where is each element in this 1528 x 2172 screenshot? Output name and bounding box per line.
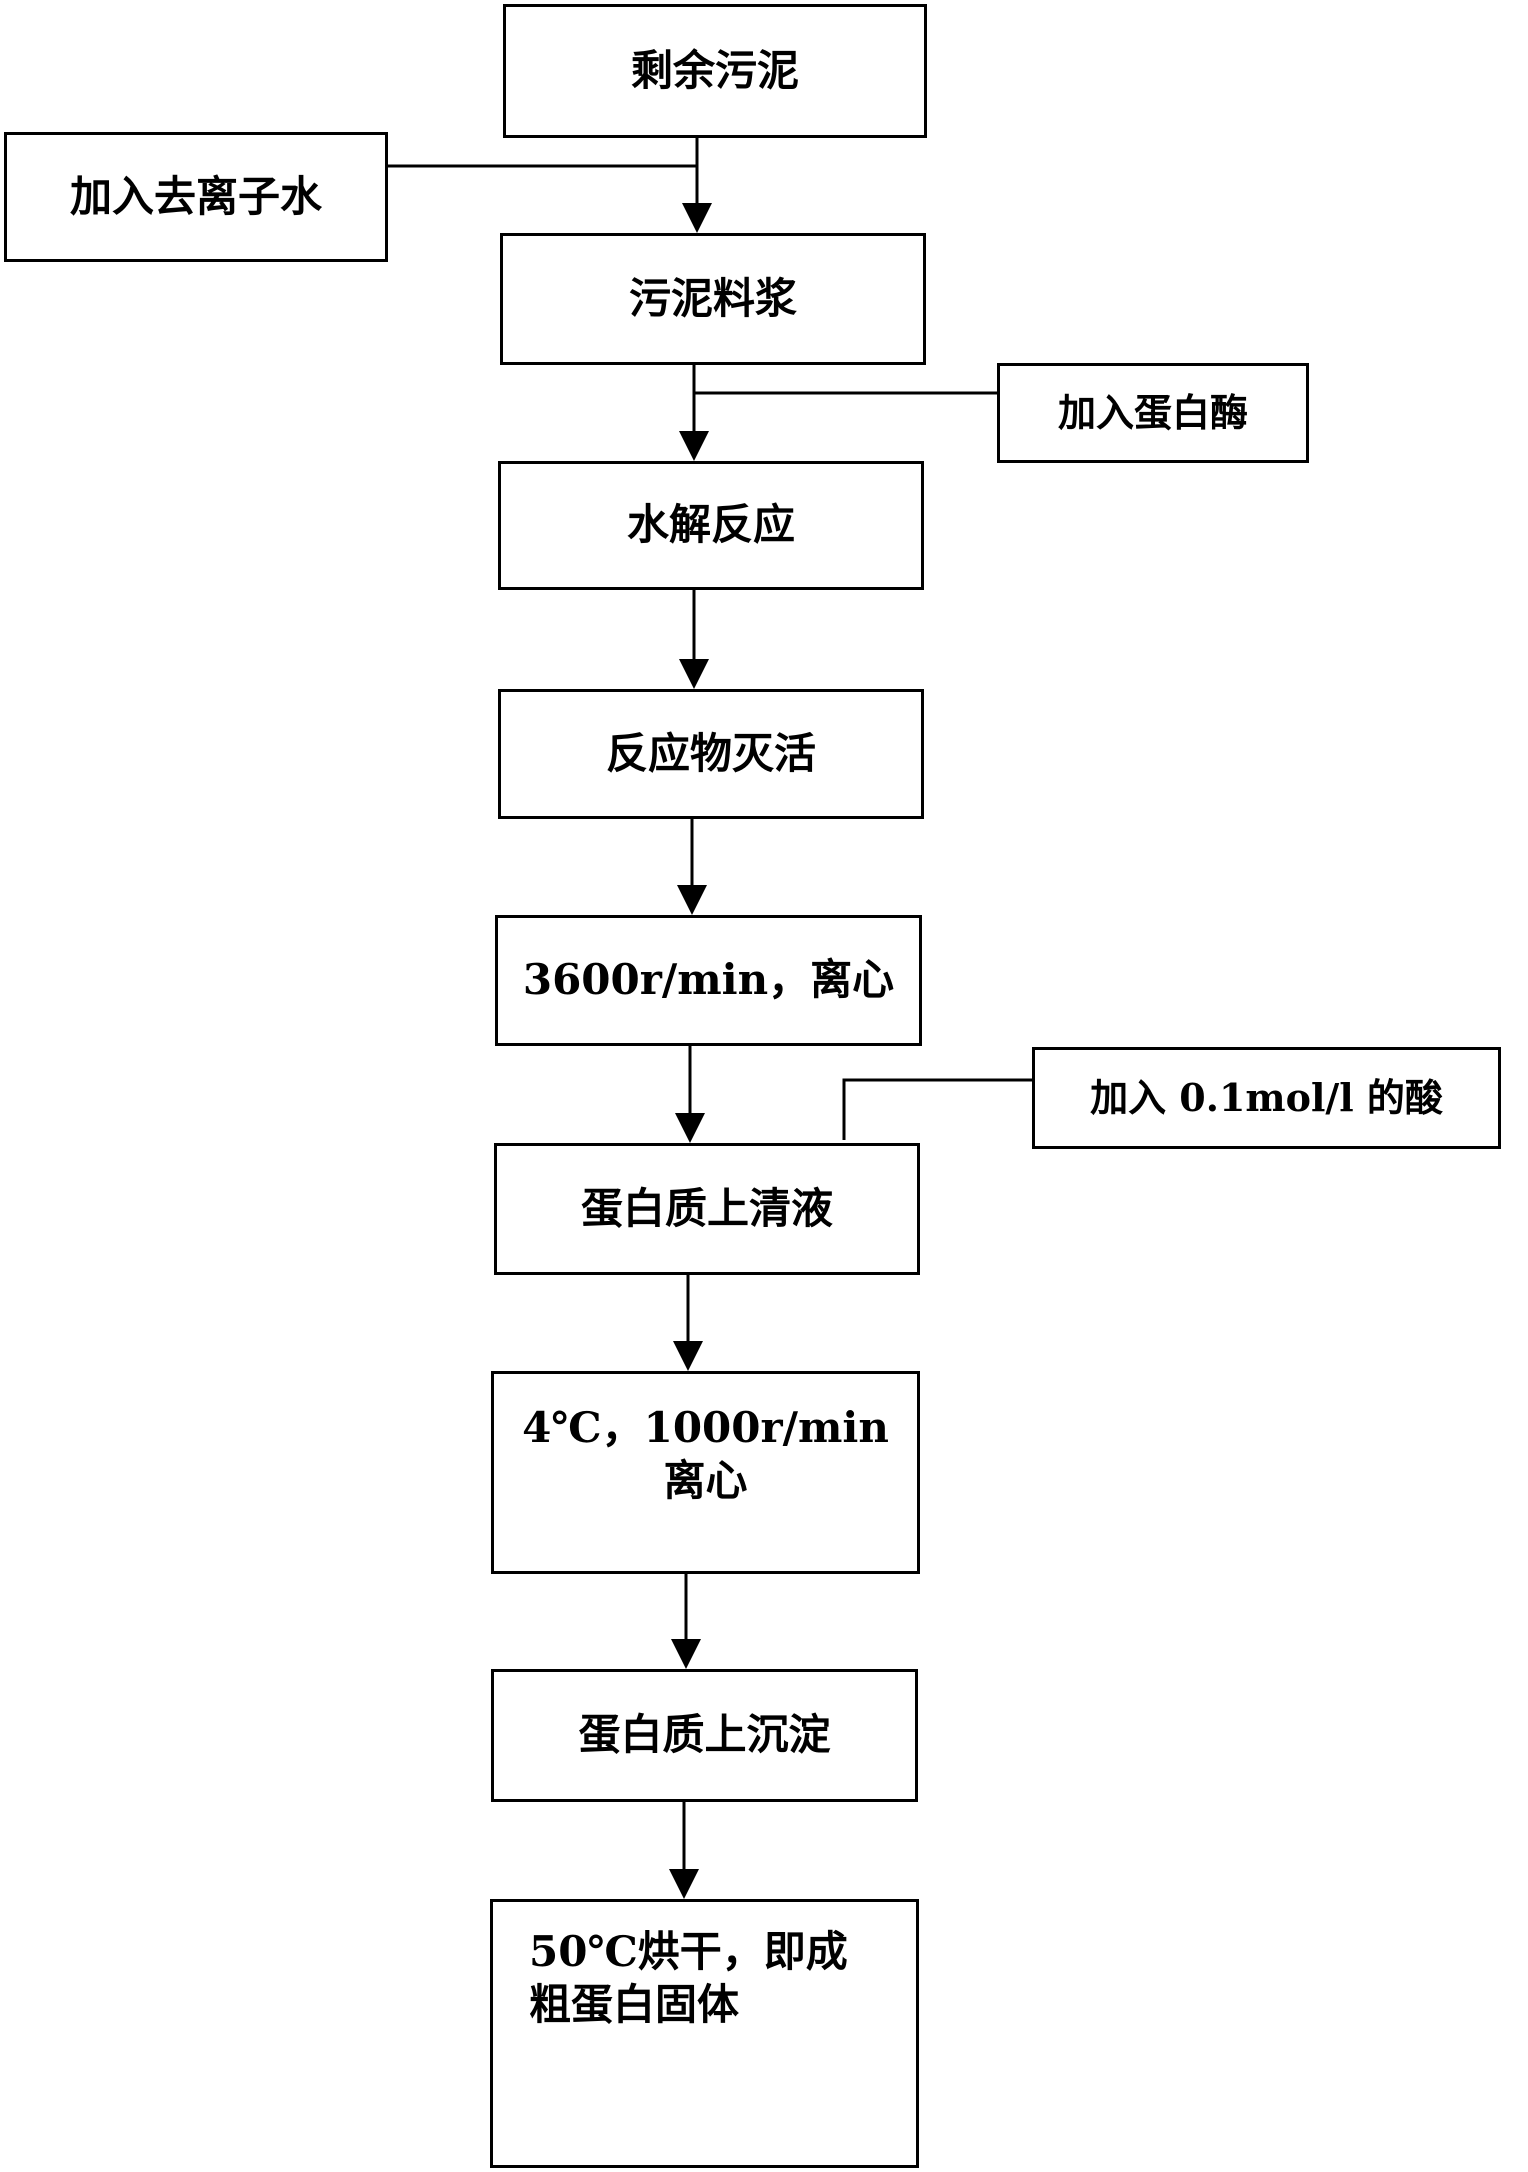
step-box-3: 水解反应 — [498, 461, 924, 590]
step-box-6: 蛋白质上清液 — [494, 1143, 920, 1275]
step-box-7: 4℃，1000r/min 离心 — [491, 1371, 920, 1574]
step-box-8: 蛋白质上沉淀 — [491, 1669, 918, 1802]
step-label-5: 3600r/min，离心 — [522, 955, 895, 1005]
step-box-1: 剩余污泥 — [503, 4, 927, 138]
input-label-1: 加入去离子水 — [69, 171, 322, 221]
input-label-2: 加入蛋白酶 — [1057, 390, 1248, 436]
step-label-4: 反应物灭活 — [605, 728, 816, 778]
step-box-9: 50℃烘干，即成 粗蛋白固体 — [490, 1899, 919, 2168]
step-label-9: 50℃烘干，即成 粗蛋白固体 — [529, 1927, 848, 2029]
input-label-3: 加入 0.1mol/l 的酸 — [1090, 1075, 1443, 1121]
input-box-2: 加入蛋白酶 — [997, 363, 1309, 463]
step-label-3: 水解反应 — [626, 500, 795, 550]
step-label-7: 4℃，1000r/min 离心 — [522, 1403, 889, 1505]
step-box-2: 污泥料浆 — [500, 233, 926, 365]
connector-in3 — [842, 1078, 1032, 1140]
step-box-5: 3600r/min，离心 — [495, 915, 922, 1046]
step-box-4: 反应物灭活 — [498, 689, 924, 819]
input-box-1: 加入去离子水 — [4, 132, 388, 262]
step-label-1: 剩余污泥 — [630, 45, 799, 95]
step-label-6: 蛋白质上清液 — [580, 1183, 833, 1233]
input-box-3: 加入 0.1mol/l 的酸 — [1032, 1047, 1501, 1149]
step-label-2: 污泥料浆 — [628, 273, 797, 323]
step-label-8: 蛋白质上沉淀 — [578, 1710, 831, 1760]
